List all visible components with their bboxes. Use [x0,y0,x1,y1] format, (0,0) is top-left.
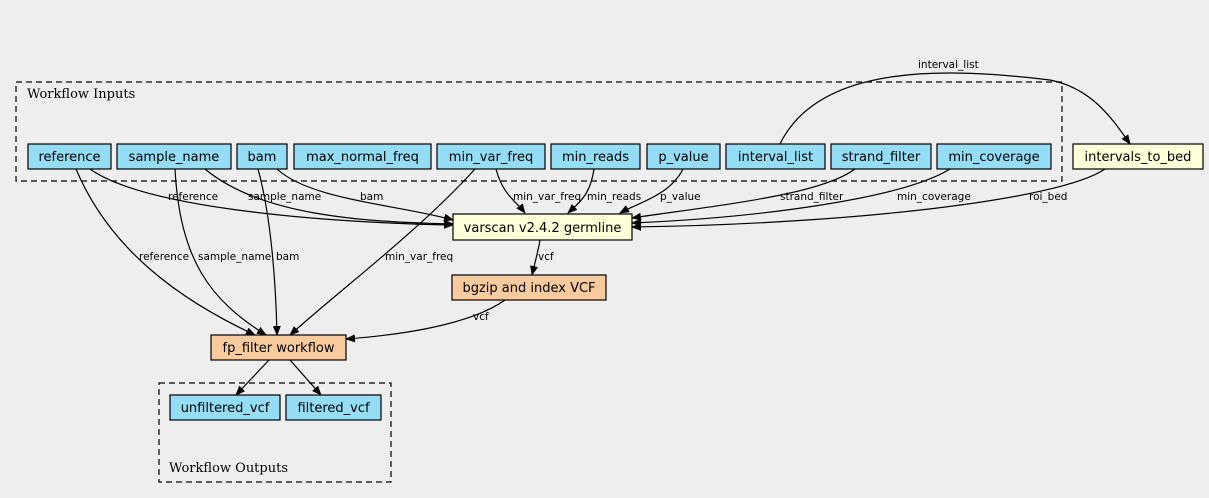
edge-label-bam-varscan: bam [360,191,383,203]
node-sample-name-label: sample_name [129,150,220,165]
node-interval-list[interactable]: interval_list [725,143,826,170]
node-unfiltered-vcf[interactable]: unfiltered_vcf [169,394,281,421]
edge-label-strand-filter-varscan: strand_filter [780,191,844,203]
node-min-reads[interactable]: min_reads [550,143,641,170]
node-reference-label: reference [38,150,100,165]
node-bgzip[interactable]: bgzip and index VCF [451,274,607,301]
edge-intervals-to-bed-to-varscan [631,168,1106,231]
edge-min-var-freq-to-varscan [495,168,526,214]
node-min-coverage-label: min_coverage [948,150,1039,165]
edge-bam-to-fp-filter [257,168,281,336]
node-p-value[interactable]: p_value [646,143,721,170]
edge-label-p-value-varscan: p_value [660,191,701,203]
node-min-coverage[interactable]: min_coverage [936,143,1052,170]
node-unfiltered-vcf-label: unfiltered_vcf [181,401,270,416]
edge-label-min-var-freq-fp: min_var_freq [385,251,453,263]
node-bgzip-label: bgzip and index VCF [462,281,595,296]
workflow-outputs-cluster: Workflow Outputs [158,382,392,483]
node-intervals-to-bed[interactable]: intervals_to_bed [1072,143,1204,170]
node-sample-name[interactable]: sample_name [116,143,232,170]
nodes: reference sample_name bam max_normal_fre… [27,143,1204,421]
edge-min-coverage-to-varscan [631,168,951,227]
edge-label-bam-fp: bam [276,251,299,263]
edge-fp-filter-to-unfiltered-vcf [235,359,270,396]
edge-interval-list-to-intervals-to-bed [779,72,1131,145]
edge-label-sample-name-fp: sample_name [198,251,271,263]
edge-label-interval-list: interval_list [918,59,979,71]
node-min-var-freq-label: min_var_freq [449,150,533,165]
node-bam[interactable]: bam [236,143,288,170]
node-reference[interactable]: reference [27,143,112,170]
edge-label-vcf-2: vcf [473,311,489,323]
edge-label-min-coverage-varscan: min_coverage [897,191,971,203]
workflow-inputs-label: Workflow Inputs [27,87,135,102]
node-min-reads-label: min_reads [562,150,629,165]
edge-p-value-to-varscan [619,168,684,214]
node-fp-filter-label: fp_filter workflow [223,341,335,356]
edge-sample-name-to-varscan [204,168,454,228]
workflow-outputs-label: Workflow Outputs [169,461,288,476]
edge-label-roi-bed: roi_bed [1029,191,1067,203]
edge-min-var-freq-to-fp-filter [289,168,476,336]
edge-fp-filter-to-filtered-vcf [289,359,322,396]
edge-label-min-reads-varscan: min_reads [587,191,641,203]
edge-label-reference-fp: reference [139,251,189,263]
node-filtered-vcf-label: filtered_vcf [297,401,370,416]
node-intervals-to-bed-label: intervals_to_bed [1085,150,1192,165]
node-interval-list-label: interval_list [738,150,813,165]
edge-reference-to-fp-filter [75,168,256,336]
workflow-inputs-cluster: Workflow Inputs [15,81,1063,182]
edge-label-vcf-1: vcf [538,251,554,263]
edge-min-reads-to-varscan [567,168,595,214]
edge-strand-filter-to-varscan [631,168,856,221]
edge-label-sample-name-varscan: sample_name [248,191,321,203]
node-varscan[interactable]: varscan v2.4.2 germline [452,213,633,241]
node-p-value-label: p_value [658,150,708,165]
node-strand-filter-label: strand_filter [842,150,921,165]
edges: interval_list reference sample_name bam … [75,59,1131,396]
node-bam-label: bam [248,150,277,165]
edge-bgzip-to-fp-filter [345,299,506,343]
edge-sample-name-to-fp-filter [174,168,267,336]
node-varscan-label: varscan v2.4.2 germline [464,221,622,236]
node-fp-filter[interactable]: fp_filter workflow [210,334,347,361]
edge-bam-to-varscan [276,168,454,222]
edge-label-min-var-freq-varscan: min_var_freq [513,191,581,203]
node-max-normal-freq-label: max_normal_freq [306,150,419,165]
edge-varscan-to-bgzip [530,239,541,276]
node-strand-filter[interactable]: strand_filter [830,143,932,170]
node-min-var-freq[interactable]: min_var_freq [436,143,546,170]
edge-reference-to-varscan [89,168,454,229]
node-filtered-vcf[interactable]: filtered_vcf [285,394,382,421]
node-max-normal-freq[interactable]: max_normal_freq [293,143,432,170]
edge-label-reference-varscan: reference [168,191,218,203]
